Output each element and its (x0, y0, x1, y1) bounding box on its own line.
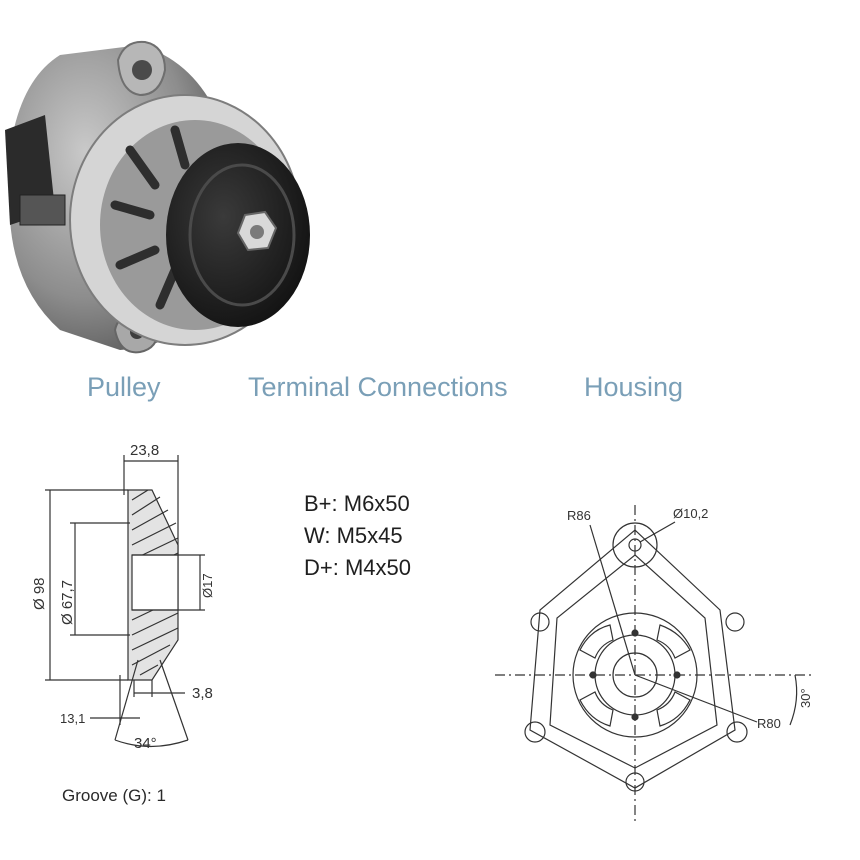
cooling-fins (110, 125, 190, 310)
dim-r80: R80 (757, 716, 781, 731)
dim-angle: 34° (134, 735, 157, 752)
dim-width: 23,8 (130, 442, 159, 459)
dim-bore: Ø17 (200, 573, 215, 598)
terminal-w: W: M5x45 (304, 523, 403, 548)
housing-outline (529, 529, 736, 789)
dim-groove-dia: Ø 67,7 (59, 580, 76, 625)
vent-1 (579, 624, 614, 659)
right-upper-lug (725, 612, 745, 632)
pulley-wheel (166, 143, 310, 327)
heading-terminal-connections: Terminal Connections (248, 372, 508, 402)
vent-2 (656, 624, 691, 659)
pulley-groove (188, 163, 296, 307)
alternator-photo (5, 40, 310, 354)
vent-3 (656, 691, 691, 727)
left-lower-lug (524, 721, 546, 743)
top-lug (612, 522, 658, 568)
dim-groove-bottom: 3,8 (192, 685, 213, 702)
pulley-bore (131, 554, 179, 611)
dim-housing-angle: 30° (798, 688, 813, 708)
heading-pulley: Pulley (87, 372, 161, 402)
terminal-b-plus: B+: M6x50 (304, 491, 410, 516)
heading-housing: Housing (584, 372, 684, 402)
dim-offset: 13,1 (60, 711, 85, 726)
pulley-shaft (250, 225, 264, 239)
right-lower-lug (726, 721, 748, 743)
pulley-drawing: 23,8 Ø 98 Ø 67,7 Ø17 3,8 13,1 (31, 442, 215, 752)
vent-4 (579, 691, 614, 727)
terminal-block (19, 194, 66, 226)
housing-outline-inner (549, 554, 718, 769)
terminal-d-plus: D+: M4x50 (304, 555, 411, 580)
left-upper-lug (530, 612, 550, 632)
bearing-inner (612, 652, 658, 698)
bearing-outer (572, 612, 698, 738)
bottom-lug (625, 772, 645, 792)
housing-drawing: R86 Ø10,2 R80 30° (495, 505, 815, 825)
groove-note: Groove (G): 1 (62, 786, 166, 805)
dim-hole: Ø10,2 (673, 506, 708, 521)
dim-r86: R86 (567, 508, 591, 523)
mounting-hole-top (132, 60, 152, 80)
top-lug-hole (628, 538, 642, 552)
dim-outer-dia: Ø 98 (31, 577, 48, 610)
